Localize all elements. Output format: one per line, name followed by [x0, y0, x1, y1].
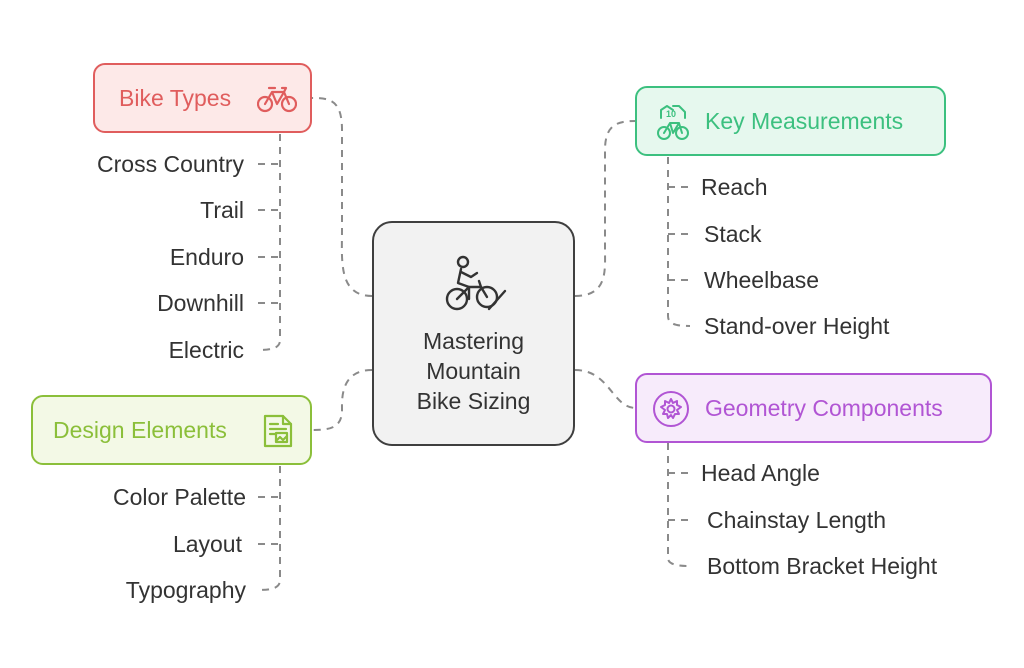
mountain-biker-icon — [445, 255, 507, 311]
bike-type-item: Electric — [168, 337, 244, 363]
document-image-icon — [263, 414, 293, 448]
key-measurement-item: Wheelbase — [704, 267, 820, 293]
design-element-item: Color Palette — [113, 484, 246, 510]
geometry-component-item: Bottom Bracket Height — [707, 553, 938, 579]
gear-icon — [653, 391, 689, 427]
geometry-components-node[interactable]: Geometry Components — [635, 373, 992, 443]
bike-type-item: Downhill — [157, 290, 244, 316]
center-node[interactable]: Mastering Mountain Bike Sizing — [372, 221, 575, 446]
spine-bike-types — [257, 134, 281, 351]
spine-design-elements — [257, 466, 281, 591]
geometry-component-item: Head Angle — [701, 460, 820, 486]
geometry-component-item: Chainstay Length — [707, 507, 887, 533]
design-element-item: Typography — [125, 577, 246, 603]
key-measurements-label: Key Measurements — [705, 107, 904, 134]
connector-geometry-components — [574, 369, 637, 409]
bike-types-label: Bike Types — [119, 84, 232, 111]
bike-type-item: Enduro — [169, 244, 244, 270]
key-measurements-node[interactable]: 10 Key Measurements — [635, 86, 946, 156]
spine-key-measurements — [667, 157, 691, 327]
key-measurement-item: Stack — [704, 221, 762, 247]
bike-types-node[interactable]: Bike Types — [93, 63, 312, 133]
design-elements-label: Design Elements — [53, 416, 227, 443]
bicycle-icon — [257, 86, 297, 113]
bike-type-item: Cross Country — [97, 151, 244, 177]
svg-text:10: 10 — [666, 109, 676, 119]
center-title: Mastering Mountain Bike Sizing — [416, 328, 531, 414]
connector-bike-types — [311, 97, 373, 297]
bike-measure-icon: 10 — [657, 105, 689, 140]
spine-geometry-components — [667, 443, 691, 567]
bike-type-item: Trail — [200, 197, 244, 223]
key-measurement-item: Stand-over Height — [704, 313, 890, 339]
connector-key-measurements — [574, 120, 637, 297]
design-element-item: Layout — [172, 531, 242, 557]
design-elements-node[interactable]: Design Elements — [31, 395, 312, 465]
connector-design-elements — [311, 369, 373, 431]
geometry-components-label: Geometry Components — [705, 394, 943, 421]
key-measurement-item: Reach — [701, 174, 768, 200]
